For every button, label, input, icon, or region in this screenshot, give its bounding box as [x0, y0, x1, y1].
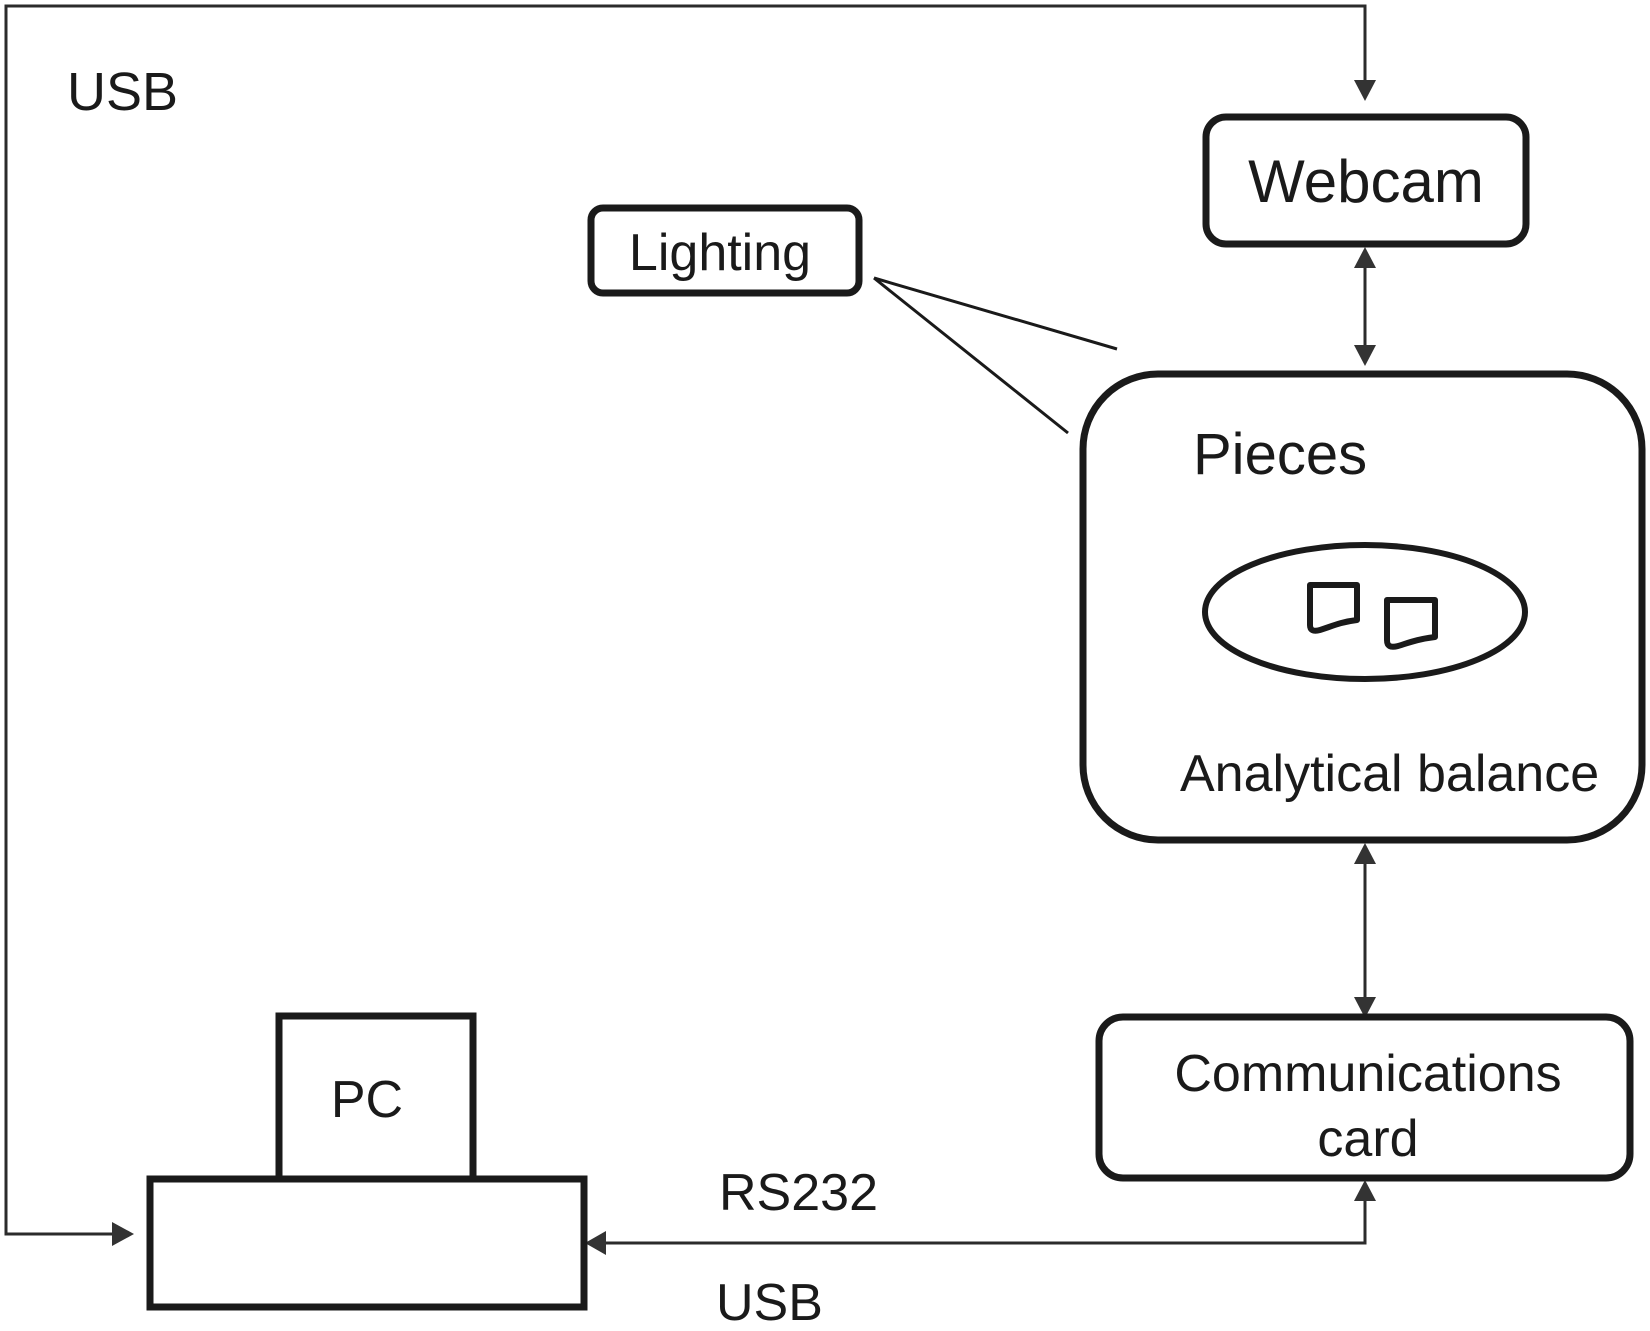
communications-card-label-line2: card	[1317, 1110, 1418, 1168]
usb-bottom-label: USB	[716, 1274, 823, 1331]
lighting-ray-upper	[873, 276, 1118, 351]
arrow-down-to-comm-card-icon	[1354, 997, 1376, 1018]
communications-card-label-line1: Communications	[1174, 1045, 1561, 1103]
balance-pan-icon	[1202, 542, 1528, 682]
arrow-left-to-pc-icon	[585, 1231, 606, 1255]
webcam-balance-link	[1354, 247, 1376, 366]
webcam-node[interactable]: Webcam	[1202, 113, 1530, 248]
arrow-down-to-webcam-icon	[1354, 80, 1376, 101]
pc-label: PC	[331, 1071, 403, 1129]
lighting-node[interactable]: Lighting	[587, 204, 863, 297]
arrow-up-to-balance-icon	[1354, 843, 1376, 864]
communications-card-box[interactable]	[1095, 1013, 1634, 1182]
analytical-balance-label: Analytical balance	[1180, 745, 1599, 803]
lighting-label: Lighting	[629, 224, 811, 282]
usb-top-wire	[4, 4, 1367, 1236]
pc-node[interactable]: PC	[146, 1012, 588, 1311]
balance-comm-link	[1354, 843, 1376, 1018]
arrow-up-to-comm-card-icon	[1354, 1180, 1376, 1201]
arrow-down-to-balance-icon	[1354, 345, 1376, 366]
lighting-box[interactable]	[587, 204, 863, 297]
lighting-cone	[873, 276, 1118, 435]
rs232-label: RS232	[719, 1164, 878, 1222]
usb-top-label: USB	[67, 62, 178, 122]
webcam-label: Webcam	[1248, 148, 1484, 215]
pieces-label: Pieces	[1193, 422, 1367, 487]
usb-connection-pc-webcam	[4, 4, 1376, 1246]
arrow-right-to-pc-icon	[112, 1222, 134, 1246]
webcam-box[interactable]	[1202, 113, 1530, 248]
arrow-up-to-webcam-icon	[1354, 247, 1376, 268]
comm-pc-wire	[604, 1198, 1367, 1245]
communications-card-node[interactable]: Communications card	[1095, 1013, 1634, 1182]
piece-2-icon	[1384, 597, 1438, 650]
pc-monitor-box[interactable]	[275, 1012, 477, 1185]
pc-base-box[interactable]	[146, 1175, 588, 1311]
comm-card-pc-link	[585, 1180, 1376, 1255]
piece-1-icon	[1307, 582, 1360, 634]
lighting-ray-lower	[873, 276, 1069, 435]
analytical-balance-node[interactable]: Pieces Analytical balance	[1079, 370, 1646, 844]
